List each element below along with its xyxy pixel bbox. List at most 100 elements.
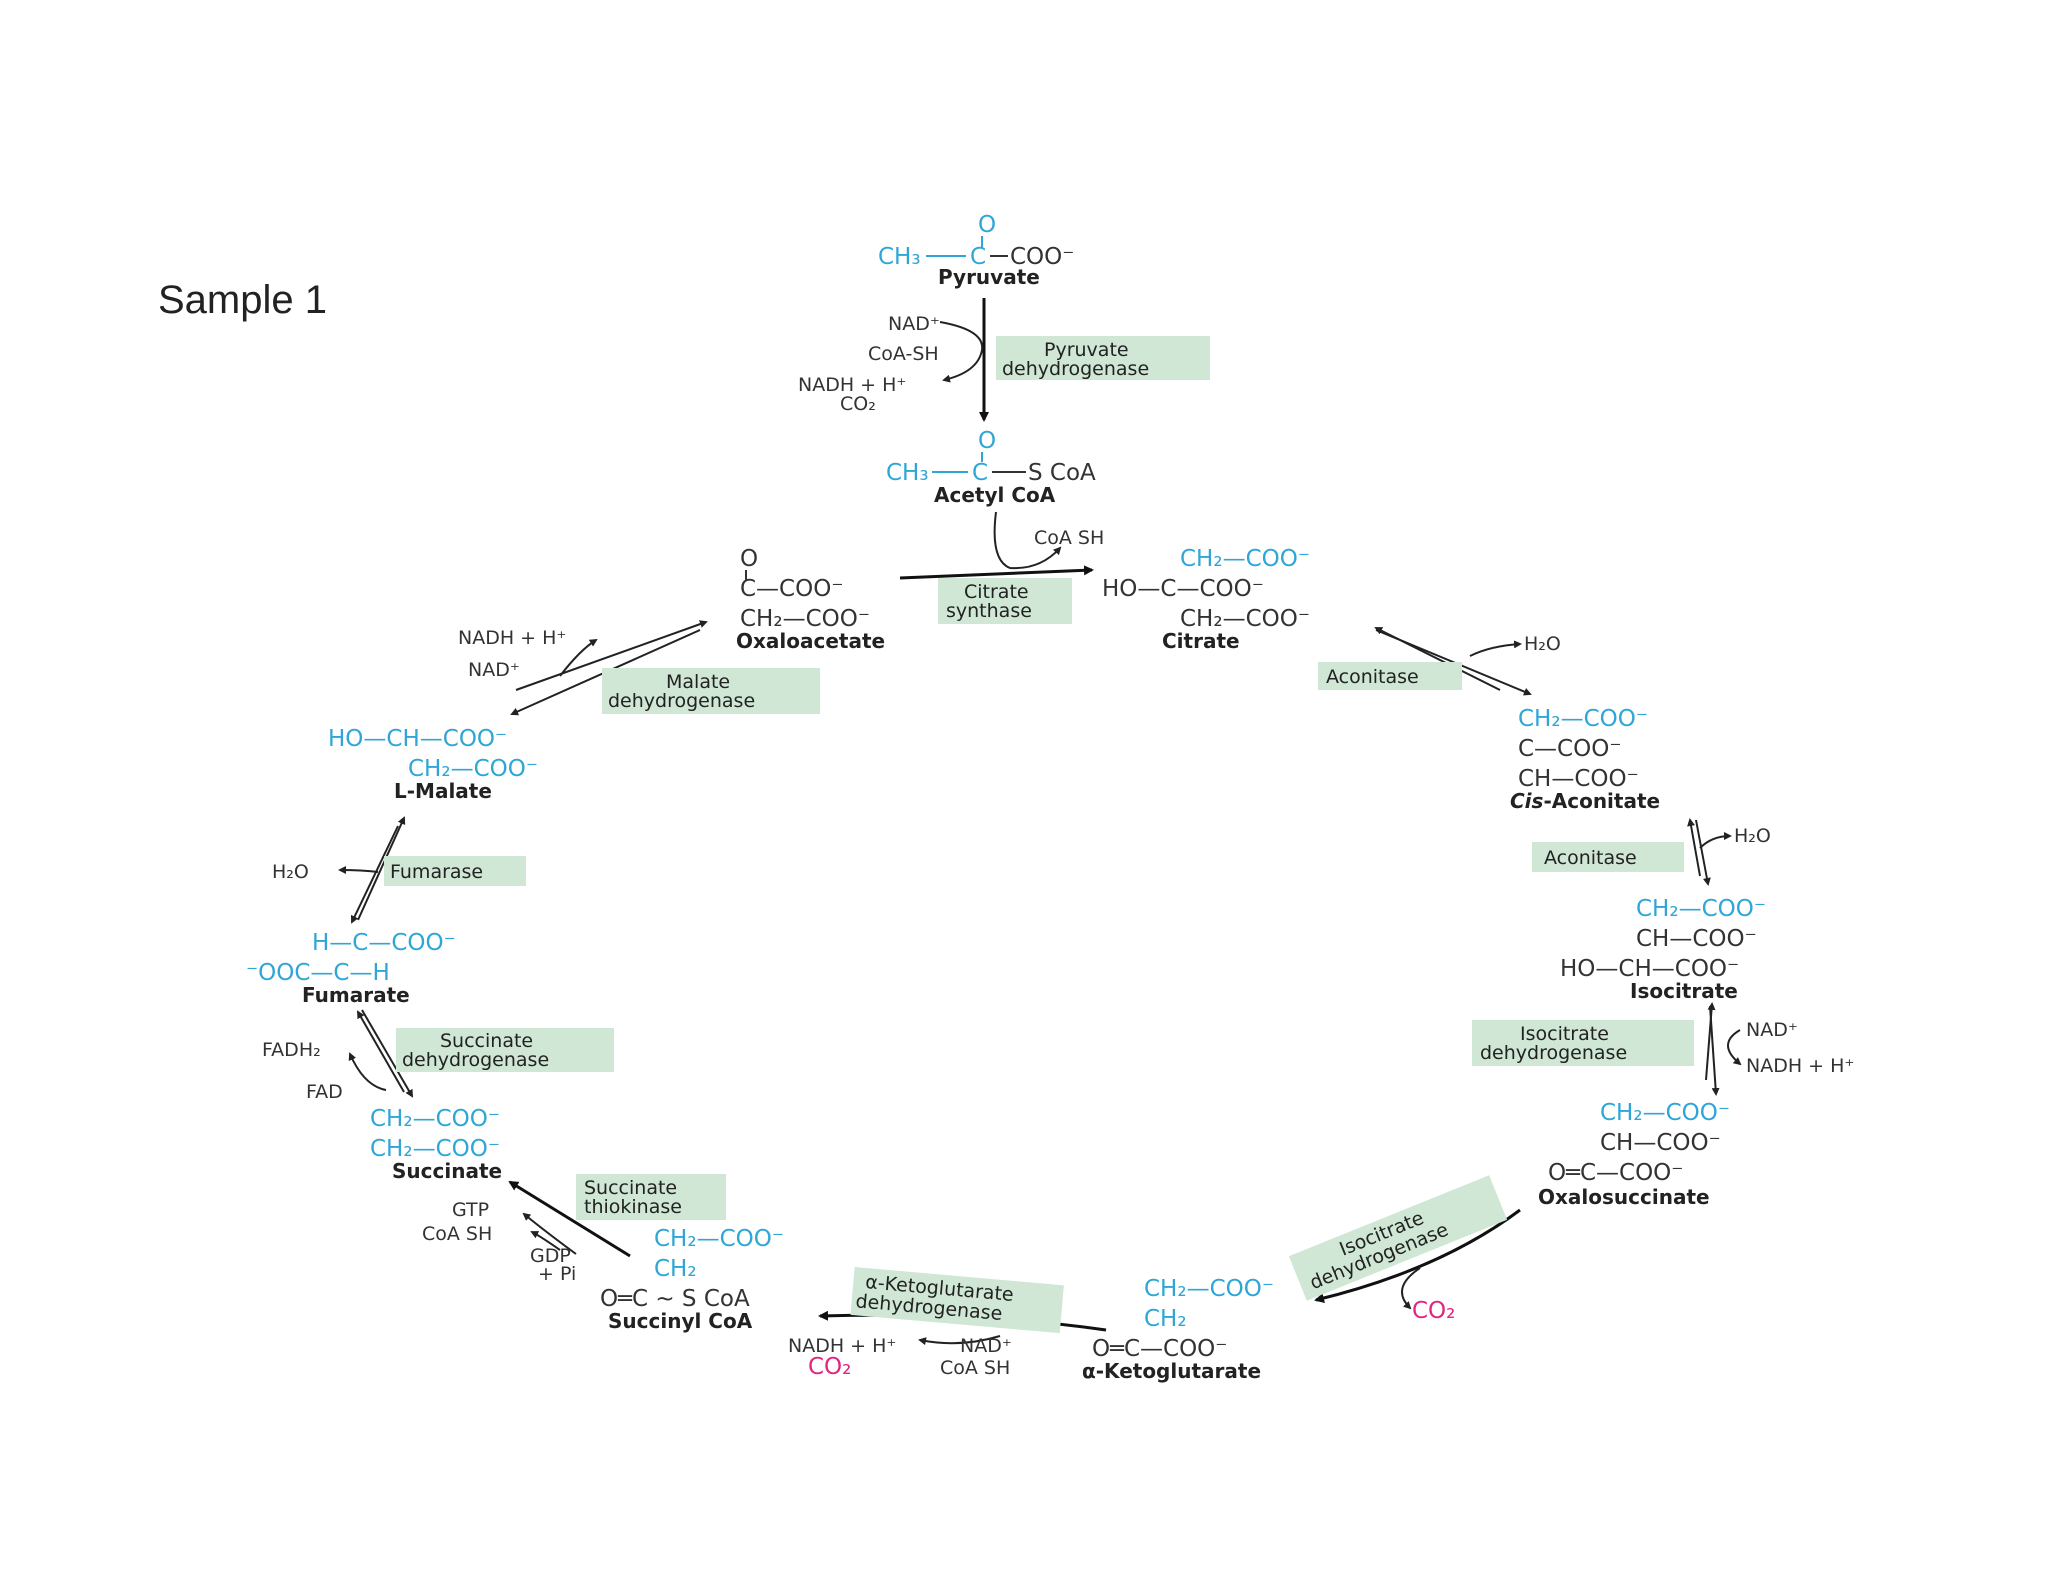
enzyme-box <box>850 1267 1064 1334</box>
akg-coash: CoA SH <box>940 1357 1010 1379</box>
stk-gdp: GDP <box>530 1245 571 1267</box>
enzyme-box <box>576 1174 726 1220</box>
l-malate-row-1: HO—CH—COO⁻ <box>328 726 507 752</box>
akg-nadh: NADH + H⁺ <box>788 1335 896 1357</box>
enzyme-label-line2: dehydrogenase <box>1480 1042 1627 1064</box>
enzyme-citrate-synthase: Citrate synthase <box>938 578 1072 624</box>
mdh-arrow-fwd <box>515 620 708 691</box>
enzyme-box <box>602 668 820 714</box>
oxaloacetate-row-3: CH₂—COO⁻ <box>740 606 870 632</box>
citrate-row-2: HO—C—COO⁻ <box>1102 576 1264 602</box>
pdh-nad: NAD⁺ <box>888 313 940 335</box>
succinate-row-2: CH₂—COO⁻ <box>370 1136 500 1162</box>
enzyme-aconitase-1: Aconitase <box>1318 662 1462 690</box>
molecule-l-malate: HO—CH—COO⁻ CH₂—COO⁻ L-Malate <box>328 726 538 803</box>
acetyl-coa-ch3: CH₃ <box>886 460 929 486</box>
cis-aconitate-row-1: CH₂—COO⁻ <box>1518 706 1648 732</box>
enzyme-box <box>1318 662 1462 690</box>
l-malate-row-2: CH₂—COO⁻ <box>408 756 538 782</box>
molecule-cis-aconitate: CH₂—COO⁻ C—COO⁻ CH—COO⁻ Cis-Aconitate <box>1510 706 1660 813</box>
enzyme-label-line2: dehydrogenase <box>608 690 755 712</box>
oxalosuccinate-row-3: O═C—COO⁻ <box>1548 1160 1683 1186</box>
enzyme-label-line2: dehydrogenase <box>402 1049 549 1071</box>
sdh-fadh2: FADH₂ <box>262 1039 321 1061</box>
cs-acetyl-arrow <box>993 511 1062 570</box>
oxalosuccinate-row-1: CH₂—COO⁻ <box>1600 1100 1730 1126</box>
sdh-fad: FAD <box>306 1081 343 1103</box>
enzyme-fumarase: Fumarase <box>384 856 526 886</box>
molecule-succinyl-coa: CH₂—COO⁻ CH₂ O═C ~ S CoA Succinyl CoA <box>600 1226 784 1333</box>
oxaloacetate-row-2: C—COO⁻ <box>740 576 843 602</box>
acetyl-coa-carbon: C <box>972 460 988 486</box>
isocitrate-row-1: CH₂—COO⁻ <box>1636 896 1766 922</box>
fumarate-label: Fumarate <box>302 983 410 1007</box>
enzyme-box <box>384 856 526 886</box>
pdh-coash: CoA-SH <box>868 343 939 365</box>
enzyme-box <box>1532 842 1684 872</box>
isocitrate-row-2: CH—COO⁻ <box>1636 926 1757 952</box>
enzyme-succinate-dehydrogenase: Succinate dehydrogenase <box>396 1028 614 1072</box>
succinate-row-1: CH₂—COO⁻ <box>370 1106 500 1132</box>
enzyme-label-line1: Citrate <box>964 581 1029 603</box>
idh2-co2: CO₂ <box>1412 1298 1455 1324</box>
l-malate-label: L-Malate <box>394 779 492 803</box>
cis-aconitate-label: Cis-Aconitate <box>1510 789 1660 813</box>
pyruvate-label: Pyruvate <box>938 265 1040 289</box>
pyruvate-oxygen: O <box>978 212 996 238</box>
enzyme-box <box>396 1028 614 1072</box>
enzyme-label-line2: dehydrogenase <box>1002 358 1149 380</box>
molecule-alpha-ketoglutarate: CH₂—COO⁻ CH₂ O═C—COO⁻ α-Ketoglutarate <box>1082 1276 1274 1383</box>
stk-coash-arrow <box>530 1231 561 1251</box>
idh1-nadh: NADH + H⁺ <box>1746 1055 1854 1077</box>
enzyme-label-line1: Isocitrate <box>1520 1023 1609 1045</box>
citrate-row-3: CH₂—COO⁻ <box>1180 606 1310 632</box>
fumarase-water-arrow <box>338 866 379 875</box>
oxaloacetate-label: Oxaloacetate <box>736 629 885 653</box>
enzyme-label-line1: Malate <box>666 671 730 693</box>
enzyme-label: Aconitase <box>1326 666 1419 688</box>
citrate-row-1: CH₂—COO⁻ <box>1180 546 1310 572</box>
pyruvate-carbon: C <box>970 244 986 270</box>
mdh-nadh: NADH + H⁺ <box>458 627 566 649</box>
stk-pi: + Pi <box>538 1263 576 1285</box>
oxalosuccinate-label: Oxalosuccinate <box>1538 1185 1710 1209</box>
cs-coash: CoA SH <box>1034 527 1104 549</box>
cis-aconitate-label-rest: -Aconitate <box>1543 789 1660 813</box>
molecule-fumarate: H—C—COO⁻ ⁻OOC—C—H Fumarate <box>246 930 456 1007</box>
acon2-water-arrow <box>1699 832 1732 849</box>
cs-arrow <box>899 565 1094 580</box>
isocitrate-row-3: HO—CH—COO⁻ <box>1560 956 1739 982</box>
enzyme-box <box>996 336 1210 380</box>
akg-nad: NAD⁺ <box>960 1335 1012 1357</box>
acetyl-coa-scoa: S CoA <box>1028 460 1096 486</box>
enzyme-label-line2: synthase <box>946 600 1032 622</box>
enzyme-isocitrate-dehydrogenase-1: Isocitrate dehydrogenase <box>1472 1020 1694 1066</box>
cis-aconitate-row-2: C—COO⁻ <box>1518 736 1621 762</box>
enzyme-pyruvate-dehydrogenase: Pyruvate dehydrogenase <box>996 336 1210 380</box>
enzyme-isocitrate-dehydrogenase-2: Isocitrate dehydrogenase <box>1288 1175 1508 1301</box>
oxaloacetate-row-1: O <box>740 546 758 572</box>
pdh-nadh: NADH + H⁺ <box>798 374 906 396</box>
akg-row-2: CH₂ <box>1144 1306 1187 1332</box>
slide-title: Sample 1 <box>158 278 327 322</box>
molecule-acetyl-coa: O CH₃ C S CoA Acetyl CoA <box>886 428 1096 507</box>
fumarase-arrow-rev <box>350 825 399 924</box>
enzyme-succinate-thiokinase: Succinate thiokinase <box>576 1174 726 1220</box>
mdh-cofactor-arrow <box>559 638 598 677</box>
fumarase-arrow-fwd <box>357 816 406 921</box>
citrate-label: Citrate <box>1162 629 1240 653</box>
succinate-label: Succinate <box>392 1159 502 1183</box>
cis-aconitate-row-3: CH—COO⁻ <box>1518 766 1639 792</box>
acon2-h2o: H₂O <box>1734 825 1771 847</box>
enzyme-box <box>938 578 1072 624</box>
cis-aconitate-label-italic: Cis <box>1510 789 1544 813</box>
stk-coash: CoA SH <box>422 1223 492 1245</box>
acon2-arrow-fwd <box>1695 819 1711 886</box>
idh2-co2-arrow <box>1401 1267 1421 1310</box>
succinyl-coa-label: Succinyl CoA <box>608 1309 753 1333</box>
sdh-arrow-rev <box>357 1010 405 1093</box>
molecule-oxaloacetate: O C—COO⁻ CH₂—COO⁻ Oxaloacetate <box>736 546 885 653</box>
stk-gtp: GTP <box>452 1199 489 1221</box>
enzyme-aconitase-2: Aconitase <box>1532 842 1684 872</box>
